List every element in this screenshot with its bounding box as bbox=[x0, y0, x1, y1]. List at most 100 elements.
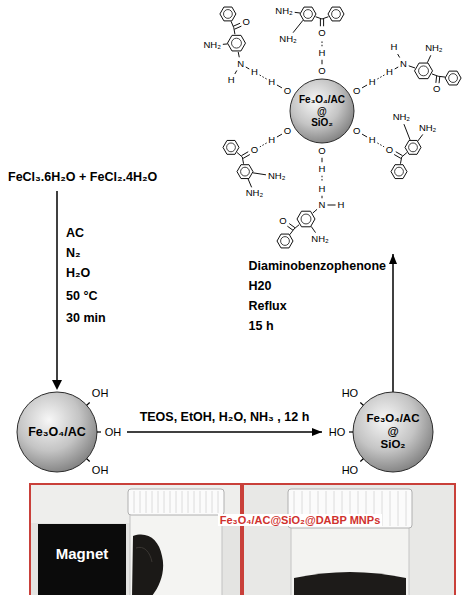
hydroxyl-group: OH bbox=[92, 464, 109, 476]
reaction-condition: AC bbox=[66, 226, 84, 240]
label-box: HO bbox=[342, 387, 359, 400]
hydrogen-bond bbox=[260, 75, 267, 79]
arrow-head bbox=[52, 380, 62, 390]
aromatic-circle bbox=[281, 237, 290, 246]
label-box: O bbox=[433, 84, 440, 95]
atom-label: NH₂ bbox=[419, 122, 436, 133]
atom-label: NH₂ bbox=[246, 187, 263, 198]
single-bond bbox=[242, 157, 243, 164]
single-bond bbox=[398, 54, 400, 57]
single-bond bbox=[295, 12, 300, 14]
label-box: H bbox=[369, 135, 376, 146]
reaction-condition: Reflux bbox=[249, 299, 287, 313]
single-bond bbox=[322, 17, 328, 19]
label-box: H bbox=[268, 77, 275, 88]
atom-label: O bbox=[284, 125, 291, 136]
single-bond bbox=[253, 173, 266, 175]
single-bond bbox=[362, 134, 367, 137]
single-bond bbox=[322, 158, 323, 163]
hydroxyl-group: HO bbox=[342, 387, 359, 399]
single-bond bbox=[238, 52, 239, 57]
benzene-ring bbox=[220, 7, 236, 21]
single-bond bbox=[395, 67, 399, 69]
node-text-box: Magnet bbox=[56, 545, 109, 562]
label-box: O bbox=[284, 126, 291, 137]
hydroxyl-group: HO bbox=[329, 426, 346, 438]
benzene-ring bbox=[277, 234, 293, 248]
label-box: H bbox=[319, 48, 326, 59]
label-box: O bbox=[318, 146, 325, 157]
label-box: H bbox=[251, 67, 258, 78]
atom-label: O bbox=[318, 65, 325, 76]
single-bond bbox=[362, 85, 367, 88]
benzene-ring bbox=[328, 7, 344, 21]
single-bond bbox=[322, 196, 323, 199]
hydrogen-bond bbox=[260, 143, 267, 147]
atom-label: O bbox=[279, 215, 286, 226]
double-bond bbox=[439, 76, 441, 83]
label-box: H bbox=[319, 184, 326, 195]
atom-label: O bbox=[243, 16, 250, 27]
label-box: H bbox=[268, 135, 275, 146]
single-bond bbox=[290, 229, 294, 235]
label-box: H20 bbox=[249, 279, 272, 293]
atom-label: O bbox=[353, 85, 360, 96]
atom-label: O bbox=[284, 85, 291, 96]
sphere bbox=[353, 392, 433, 472]
label-box: O bbox=[318, 28, 325, 39]
single-bond bbox=[322, 60, 323, 65]
atom-label: H bbox=[319, 163, 326, 174]
hydroxyl-group: HO bbox=[342, 464, 359, 476]
magnetic-powder bbox=[132, 535, 163, 595]
label-box: O bbox=[279, 216, 286, 227]
hydroxyl-bond bbox=[360, 459, 363, 462]
double-bond bbox=[287, 226, 293, 230]
reaction-condition: N₂ bbox=[66, 246, 81, 260]
atom-label: NH₂ bbox=[203, 39, 220, 50]
node-text-box: Fe₃O₄/AC bbox=[28, 425, 86, 439]
aromatic-circle bbox=[301, 214, 311, 224]
label-box: O bbox=[284, 86, 291, 97]
hydroxyl-group: OH bbox=[105, 426, 122, 438]
atom-label: H bbox=[390, 41, 397, 52]
double-bond bbox=[234, 26, 241, 29]
photo-left bbox=[30, 484, 241, 595]
single-bond bbox=[432, 74, 438, 76]
hydrogen-bond bbox=[322, 40, 323, 47]
label-box: NH₂ bbox=[203, 40, 220, 51]
label-box: NH₂ bbox=[425, 43, 442, 54]
atom-label: N bbox=[400, 58, 407, 69]
atom-label: NH₂ bbox=[393, 111, 410, 122]
single-bond bbox=[327, 205, 335, 206]
benzene-ring bbox=[415, 63, 433, 79]
aromatic-circle bbox=[395, 167, 404, 176]
atom-label: O bbox=[353, 125, 360, 136]
label-box: NH₂ bbox=[419, 123, 436, 134]
label-box: H bbox=[369, 77, 376, 88]
atom-label: H bbox=[386, 66, 393, 77]
label-box: Reflux bbox=[249, 299, 287, 313]
label-box: N₂ bbox=[66, 246, 81, 260]
hydroxyl-bond bbox=[87, 459, 90, 462]
label-box: AC bbox=[66, 226, 84, 240]
single-bond bbox=[246, 67, 250, 69]
benzene-ring bbox=[405, 140, 421, 154]
double-bond bbox=[394, 155, 401, 159]
double-bond bbox=[233, 23, 240, 26]
single-bond bbox=[277, 85, 282, 88]
label-box: O bbox=[353, 126, 360, 137]
atom-label: H bbox=[268, 76, 275, 87]
node-label: Magnet bbox=[56, 545, 109, 562]
label-box: NH₂ bbox=[393, 112, 410, 123]
magnetic-powder bbox=[294, 572, 406, 595]
label-box: NH₂ bbox=[268, 171, 285, 182]
node-label: Fe₃O₄/AC bbox=[28, 425, 86, 439]
reaction-condition: 30 min bbox=[66, 311, 106, 325]
double-bond bbox=[396, 152, 403, 156]
benzene-ring bbox=[237, 165, 253, 179]
single-bond bbox=[277, 134, 282, 137]
benzene-ring bbox=[391, 165, 407, 179]
label-box: 30 min bbox=[66, 311, 106, 325]
benzene-ring bbox=[223, 140, 239, 154]
atom-label: H bbox=[251, 66, 258, 77]
